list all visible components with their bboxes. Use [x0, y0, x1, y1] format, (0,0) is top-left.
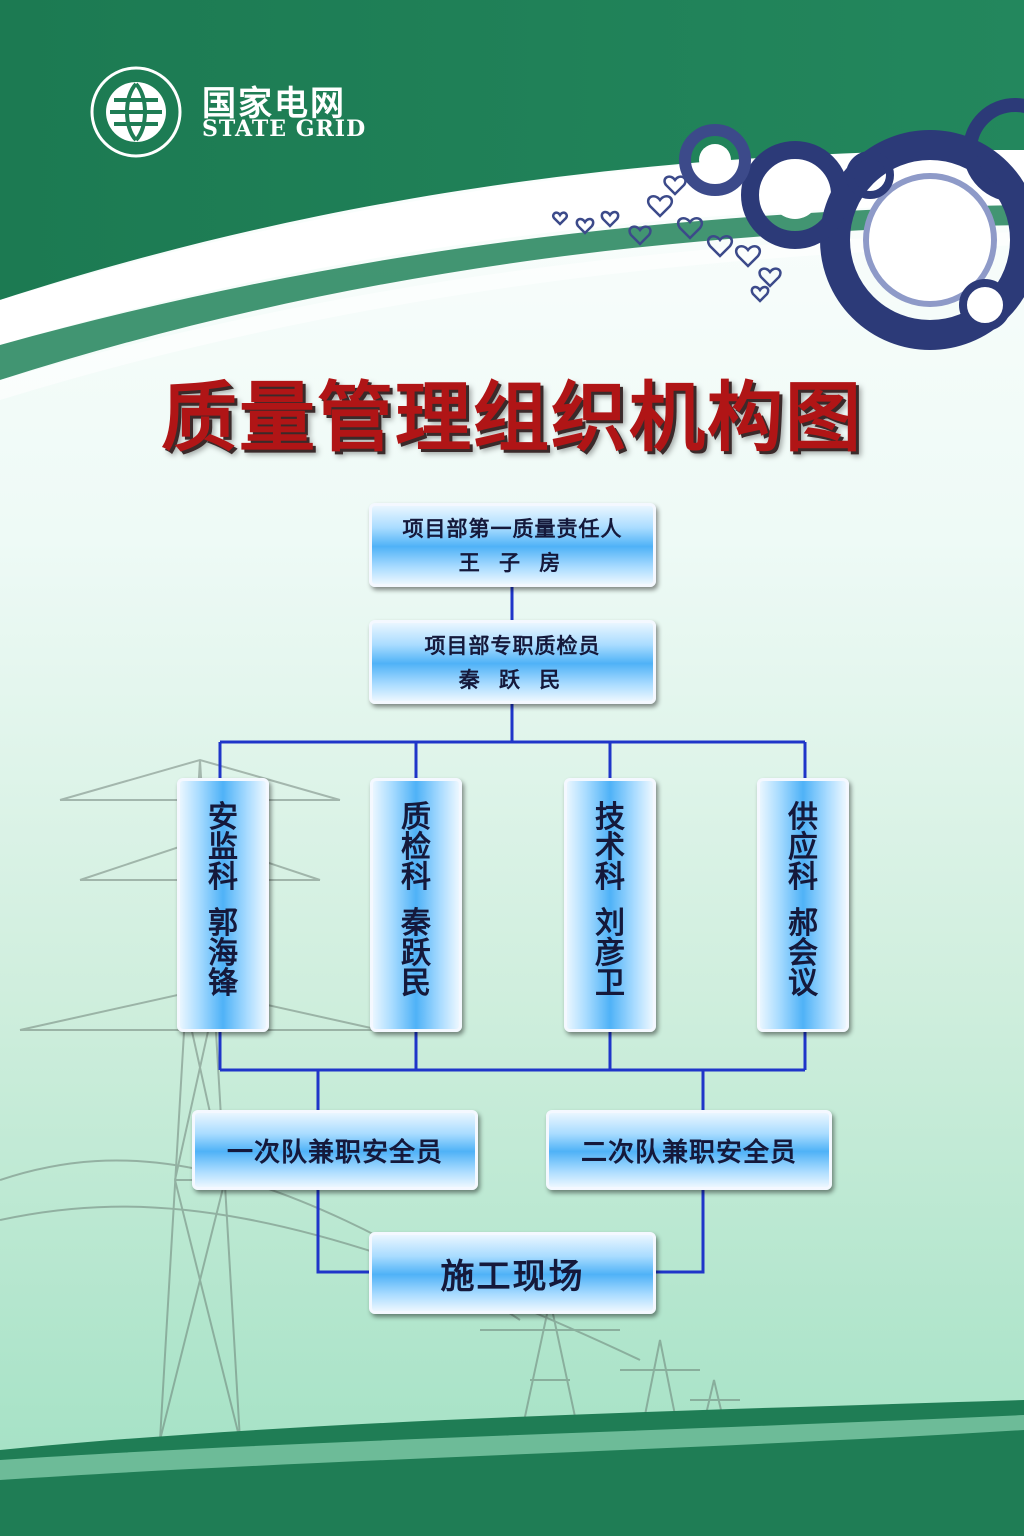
team-1-label: 一次队兼职安全员: [226, 1137, 443, 1168]
inspector-name: 秦 跃 民: [458, 668, 567, 692]
box-construction-site: 施工现场: [369, 1232, 656, 1314]
chief-name: 王 子 房: [458, 551, 567, 575]
box-team-2-safety: 二次队兼职安全员: [546, 1110, 832, 1190]
dept-label: 安监科: [208, 800, 238, 895]
heart-decor: [552, 175, 782, 303]
page-title: 质量管理组织机构图: [161, 373, 863, 462]
team-2-label: 二次队兼职安全员: [580, 1137, 797, 1168]
box-dept-safety: 安监科 郭海锋: [177, 778, 269, 1032]
box-chief-quality-officer: 项目部第一质量责任人 王 子 房: [369, 503, 656, 587]
state-grid-logo: 国家电网 STATE GRID: [84, 62, 374, 162]
box-team-1-safety: 一次队兼职安全员: [192, 1110, 478, 1190]
decorative-circles: [679, 98, 1024, 350]
chief-role: 项目部第一质量责任人: [402, 517, 623, 541]
box-dept-quality: 质检科 秦跃民: [370, 778, 462, 1032]
dept-person: 郝会议: [788, 906, 818, 1001]
dept-person: 秦跃民: [401, 906, 431, 1001]
logo-text-en: STATE GRID: [202, 116, 367, 142]
dept-label: 质检科: [401, 800, 431, 895]
logo-text-cn: 国家电网: [202, 84, 346, 124]
state-grid-emblem-icon: [90, 66, 182, 158]
dept-person: 郭海锋: [208, 906, 238, 1001]
dept-label: 供应科: [788, 800, 818, 895]
inspector-role: 项目部专职质检员: [424, 634, 601, 658]
box-dept-technical: 技术科 刘彦卫: [564, 778, 656, 1032]
dept-label: 技术科: [595, 800, 625, 895]
site-label: 施工现场: [440, 1256, 585, 1297]
box-quality-inspector: 项目部专职质检员 秦 跃 民: [369, 620, 656, 704]
dept-person: 刘彦卫: [595, 906, 625, 1001]
box-dept-supply: 供应科 郝会议: [757, 778, 849, 1032]
